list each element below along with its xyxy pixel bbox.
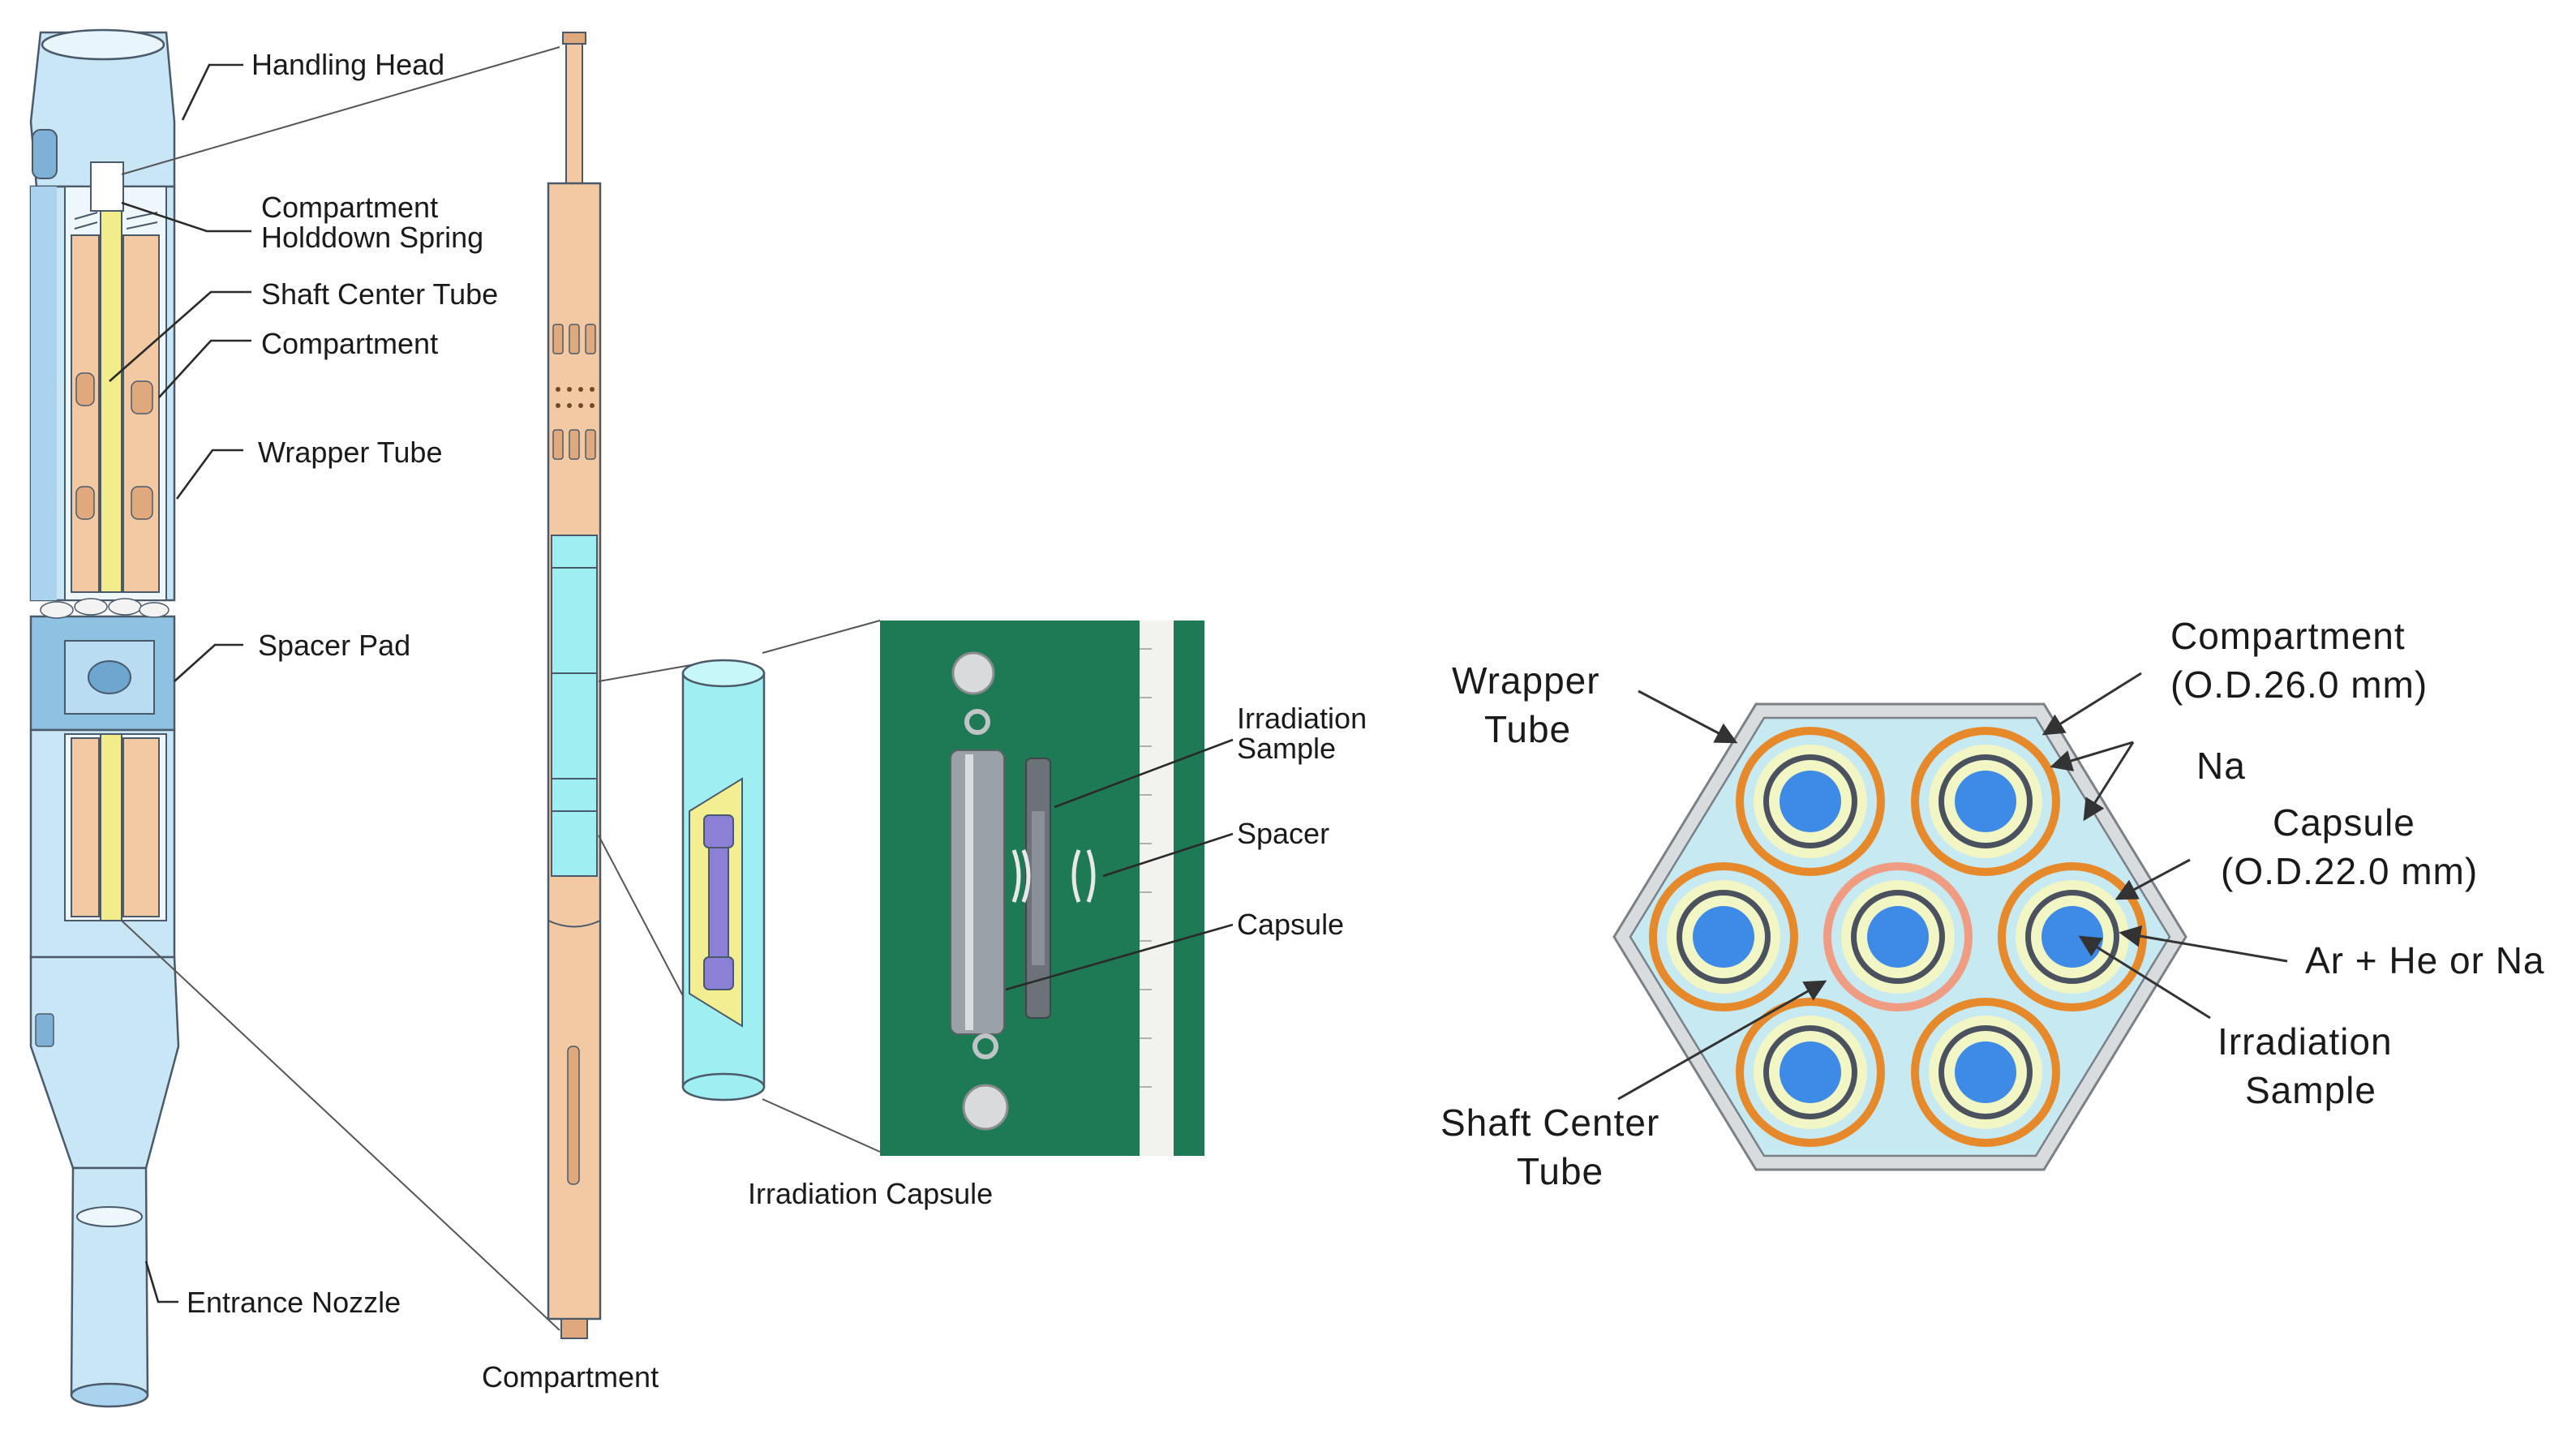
label-holddown-spring-1: Compartment	[261, 191, 438, 224]
label-wrapper-1: Wrapper	[1452, 659, 1600, 702]
cross-section-leader-lines	[1617, 672, 2288, 1101]
capsule-labels: Irradiation Sample Spacer Capsule Irradi…	[748, 702, 1367, 1210]
photo-ring-bottom	[972, 1033, 998, 1059]
label-wrapper-2: Tube	[1484, 708, 1571, 750]
label-handling-head: Handling Head	[251, 48, 444, 81]
shaft-center-tube-upper	[100, 186, 122, 593]
irradiation-capsule-cutaway	[681, 659, 766, 1102]
compartment-slots-upper	[75, 372, 153, 520]
photo-ruler-ticks	[1140, 648, 1152, 1088]
capsule-top	[681, 659, 766, 688]
label-compartment: Compartment	[261, 327, 438, 360]
compartment-tube-lower-a	[71, 737, 100, 917]
compartment-drawing	[547, 32, 602, 1339]
compartment-capsule-window	[551, 535, 598, 877]
label-capsule: Capsule	[1237, 908, 1344, 941]
compartment-mid-right	[1998, 862, 2147, 1011]
holddown-spring-coils	[74, 212, 158, 230]
compartment-top-left	[1736, 727, 1885, 876]
label-spacer-pad: Spacer Pad	[258, 629, 410, 662]
photo-leader-lines	[1005, 738, 1234, 991]
entrance-nozzle-top	[76, 1206, 143, 1227]
cross-section-labels: Wrapper Tube Compartment (O.D.26.0 mm) N…	[1440, 615, 2545, 1192]
label-spacer: Spacer	[1237, 817, 1329, 850]
photo-spacers	[1011, 849, 1096, 903]
compartment-top-rod	[565, 38, 583, 184]
compartment-capsule-joints	[552, 567, 597, 812]
compartment-band	[547, 920, 601, 928]
label-compartment-od-2: (O.D.26.0 mm)	[2170, 664, 2428, 706]
photo-ruler	[1140, 621, 1174, 1156]
capsule-photo	[880, 621, 1204, 1156]
label-entrance-nozzle: Entrance Nozzle	[187, 1286, 401, 1319]
compartment-lower-slot	[567, 1046, 580, 1185]
photo-sample-gauge	[1032, 811, 1045, 965]
cross-section	[1612, 702, 2187, 1171]
entrance-nozzle	[70, 1166, 149, 1397]
spacer-pad-bolt	[88, 660, 131, 694]
label-irradiation-sample-1: Irradiation	[1237, 702, 1367, 735]
entrance-transition	[29, 956, 180, 1170]
transition-slots	[35, 1013, 54, 1047]
compartment-holes	[556, 387, 595, 408]
assembly-leader-lines	[109, 46, 560, 1331]
compartment-rod-cap	[562, 32, 586, 45]
compartment-shaft-center	[1823, 862, 1973, 1011]
entrance-nozzle-bottom	[70, 1382, 149, 1408]
label-na: Na	[2196, 745, 2246, 787]
photo-capsule-tube	[950, 749, 1005, 1035]
label-wrapper-tube: Wrapper Tube	[258, 436, 442, 469]
compartment-mid-left	[1649, 862, 1798, 1011]
compartment-top-right	[1911, 727, 2060, 876]
label-compartment-od-1: Compartment	[2170, 615, 2406, 657]
assembly-cutaway	[29, 28, 180, 1408]
compartment-tube-a	[71, 234, 100, 593]
compartment-windows	[552, 324, 596, 460]
label-shaft-1: Shaft Center	[1440, 1102, 1659, 1144]
label-irradiation-sample-2: Sample	[1237, 732, 1336, 765]
holddown-spring-block	[90, 161, 124, 212]
compartment-tube-lower-b	[122, 737, 160, 917]
assembly-labels: Handling Head Compartment Holddown Sprin…	[187, 48, 498, 1319]
photo-end-cap-bottom	[962, 1084, 1009, 1131]
label-capsule-od-1: Capsule	[2273, 801, 2415, 844]
handling-head-rim	[41, 28, 165, 61]
label-sample-2: Sample	[2245, 1069, 2376, 1111]
capsule-caption: Irradiation Capsule	[748, 1177, 993, 1210]
label-gas: Ar + He or Na	[2305, 939, 2545, 981]
spacer-pad-tube-ends	[40, 598, 170, 619]
photo-end-cap-top	[951, 651, 995, 695]
capsule-sample-head-top	[703, 814, 734, 848]
compartment-bottom-left	[1736, 998, 1885, 1147]
label-capsule-od-2: (O.D.22.0 mm)	[2221, 850, 2478, 892]
photo-ring-top	[964, 709, 990, 735]
wrapper-tube-upper-shade	[31, 187, 57, 600]
label-shaft-2: Tube	[1517, 1150, 1604, 1192]
capsule-sample-head-bottom	[703, 956, 734, 990]
compartment-caption: Compartment	[482, 1360, 659, 1394]
photo-capsule-highlight	[965, 754, 973, 1030]
handling-head-window	[32, 129, 58, 179]
label-sample-1: Irradiation	[2218, 1020, 2393, 1063]
capsule-bottom	[681, 1072, 766, 1102]
label-holddown-spring-2: Holddown Spring	[261, 221, 483, 254]
label-shaft-center-tube: Shaft Center Tube	[261, 277, 498, 311]
shaft-center-tube-lower	[100, 733, 122, 921]
compartment-bottom-tip	[560, 1318, 588, 1339]
compartment-bottom-right	[1911, 998, 2060, 1147]
